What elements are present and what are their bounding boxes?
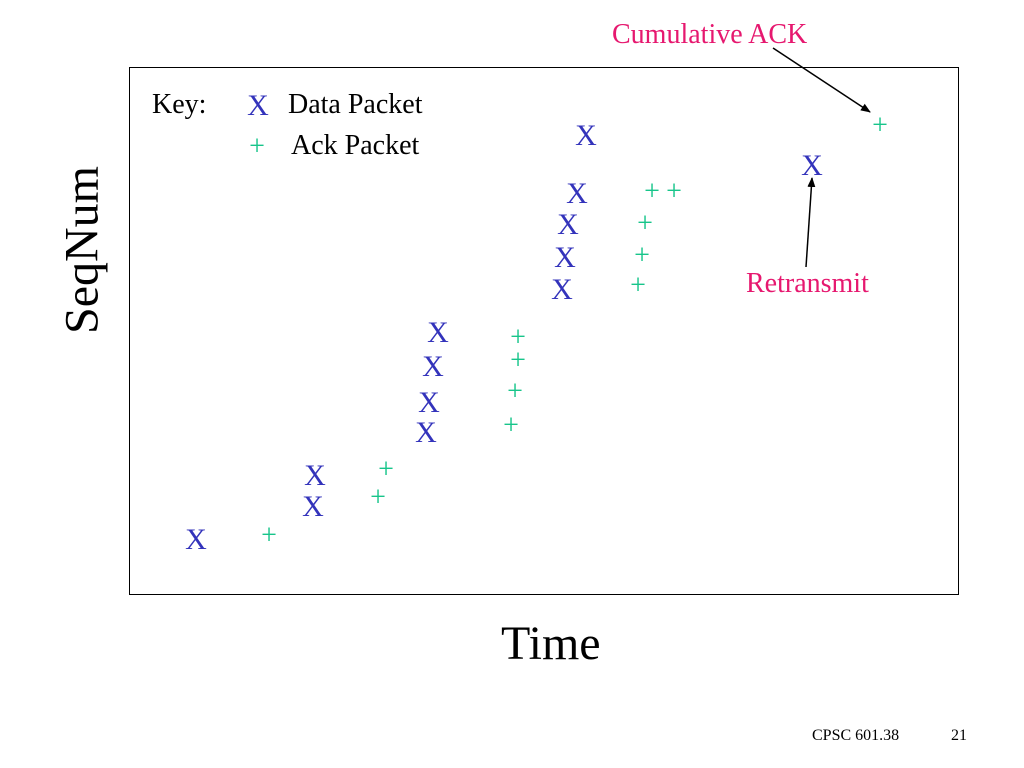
key-data-label: Data Packet <box>288 89 423 120</box>
cumulative-ack-label: Cumulative ACK <box>612 19 808 50</box>
y-axis-label: SeqNum <box>55 166 109 334</box>
data-packet-mark: X <box>427 316 449 349</box>
cumulative-ack-arrow <box>772 47 871 113</box>
ack-packet-mark: + <box>630 270 646 301</box>
data-packet-mark: X <box>422 350 444 383</box>
retransmit-label: Retransmit <box>746 268 869 299</box>
data-packet-mark: X <box>551 273 573 306</box>
ack-packet-mark: + <box>507 376 523 407</box>
key-title: Key: <box>152 89 207 120</box>
ack-packet-mark: + <box>378 454 394 485</box>
ack-packet-mark: + <box>510 322 526 353</box>
data-packet-mark: X <box>418 386 440 419</box>
key-ack-label: Ack Packet <box>291 130 420 161</box>
data-packet-mark: X <box>801 149 823 182</box>
ack-packet-mark: + <box>634 240 650 271</box>
ack-packet-mark: + <box>510 345 526 376</box>
data-packet-mark: X <box>185 523 207 556</box>
ack-packet-mark: + <box>261 520 277 551</box>
data-packet-mark: X <box>566 177 588 210</box>
ack-packet-mark: + <box>666 176 682 207</box>
plot-area <box>129 67 959 595</box>
footer-page-number: 21 <box>951 727 967 744</box>
data-packet-mark: X <box>557 208 579 241</box>
data-packet-mark: X <box>302 490 324 523</box>
ack-packet-mark: + <box>503 410 519 441</box>
x-axis-label: Time <box>501 617 601 670</box>
ack-packet-mark: + <box>872 110 888 141</box>
key-data-symbol: X <box>247 89 269 122</box>
data-packet-mark: X <box>304 459 326 492</box>
retransmit-arrow <box>805 177 816 268</box>
ack-packet-mark: + <box>644 176 660 207</box>
data-packet-mark: X <box>575 119 597 152</box>
footer-course: CPSC 601.38 <box>812 727 900 744</box>
key-ack-symbol: + <box>249 131 265 162</box>
ack-packet-mark: + <box>637 208 653 239</box>
ack-packet-mark: + <box>370 482 386 513</box>
data-packet-mark: X <box>554 241 576 274</box>
data-packet-mark: X <box>415 416 437 449</box>
